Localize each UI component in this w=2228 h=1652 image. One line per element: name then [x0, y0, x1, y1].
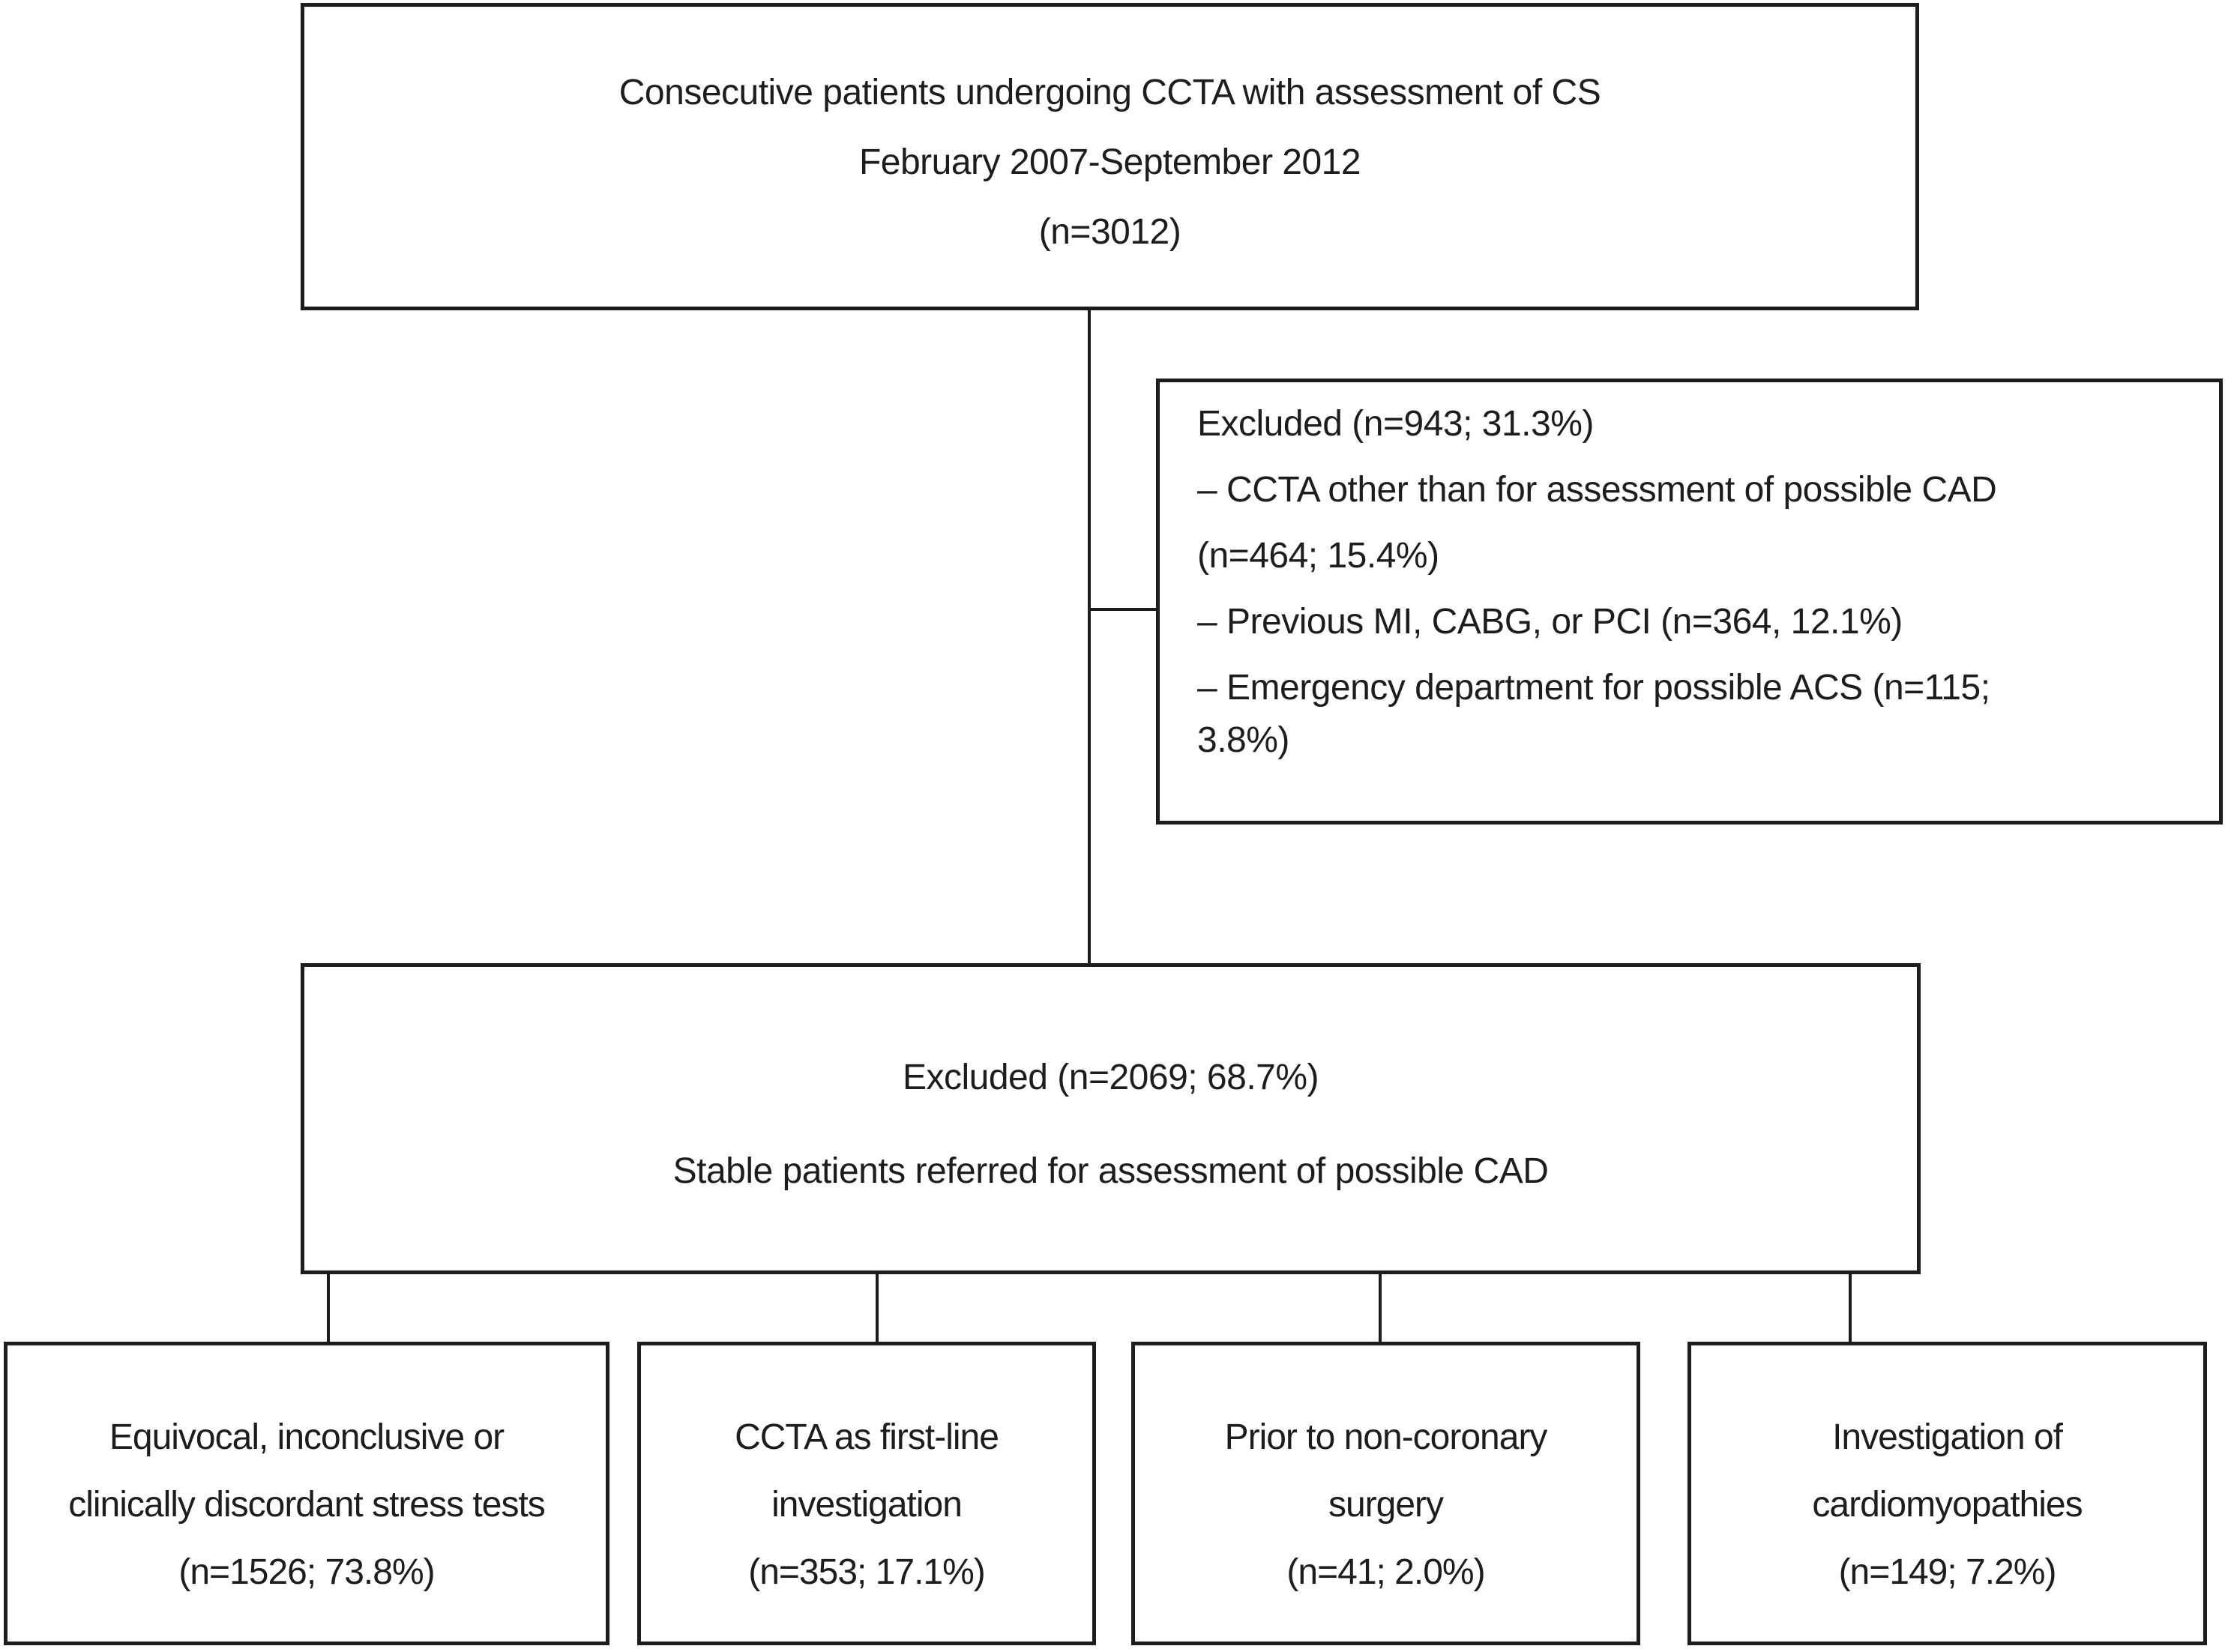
outcome-count: (n=1526; 73.8%) [178, 1552, 435, 1592]
outcome-line: Investigation of [1832, 1417, 2063, 1457]
outcome-line: surgery [1328, 1484, 1444, 1525]
excluded-side-item-previous-mi: – Previous MI, CABG, or PCI (n=364, 12.1… [1197, 602, 1903, 642]
outcome-line: Equivocal, inconclusive or [109, 1417, 505, 1457]
connector-outcome-1 [327, 1273, 330, 1342]
outcome-line: investigation [771, 1484, 963, 1525]
outcome-box-non-coronary-surgery: Prior to non-coronary surgery (n=41; 2.0… [1131, 1342, 1640, 1645]
enrollment-count: (n=3012) [1038, 211, 1181, 252]
outcome-count: (n=149; 7.2%) [1838, 1552, 2057, 1592]
excluded-side-title: Excluded (n=943; 31.3%) [1197, 404, 1594, 444]
outcome-line: CCTA as first-line [735, 1417, 999, 1457]
excluded-main-box: Excluded (n=2069; 68.7%) Stable patients… [301, 963, 1921, 1274]
outcome-line: cardiomyopathies [1812, 1484, 2083, 1525]
excluded-side-box: Excluded (n=943; 31.3%) – CCTA other tha… [1156, 379, 2223, 825]
enrollment-line-2: February 2007-September 2012 [858, 142, 1361, 182]
excluded-side-item-ccta-count: (n=464; 15.4%) [1197, 536, 1439, 576]
outcome-box-first-line: CCTA as first-line investigation (n=353;… [637, 1342, 1096, 1645]
outcome-line: clinically discordant stress tests [68, 1484, 546, 1525]
excluded-side-item-ccta: – CCTA other than for assessment of poss… [1197, 470, 1997, 510]
excluded-main-subtitle: Stable patients referred for assessment … [672, 1151, 1549, 1191]
connector-excluded-branch [1088, 608, 1156, 611]
excluded-side-item-emergency-cont: 3.8%) [1197, 720, 1289, 760]
outcome-count: (n=41; 2.0%) [1286, 1552, 1485, 1592]
connector-outcome-3 [1379, 1273, 1382, 1342]
excluded-main-title: Excluded (n=2069; 68.7%) [902, 1057, 1319, 1097]
connector-main-vertical [1088, 310, 1091, 963]
enrollment-box: Consecutive patients undergoing CCTA wit… [301, 3, 1919, 310]
outcome-box-stress-tests: Equivocal, inconclusive or clinically di… [4, 1342, 609, 1645]
excluded-side-item-emergency: – Emergency department for possible ACS … [1197, 668, 1990, 708]
enrollment-line-1: Consecutive patients undergoing CCTA wit… [618, 72, 1601, 112]
outcome-line: Prior to non-coronary [1224, 1417, 1548, 1457]
outcome-count: (n=353; 17.1%) [748, 1552, 986, 1592]
outcome-box-cardiomyopathies: Investigation of cardiomyopathies (n=149… [1687, 1342, 2207, 1645]
connector-outcome-4 [1849, 1273, 1852, 1342]
connector-outcome-2 [876, 1273, 879, 1342]
